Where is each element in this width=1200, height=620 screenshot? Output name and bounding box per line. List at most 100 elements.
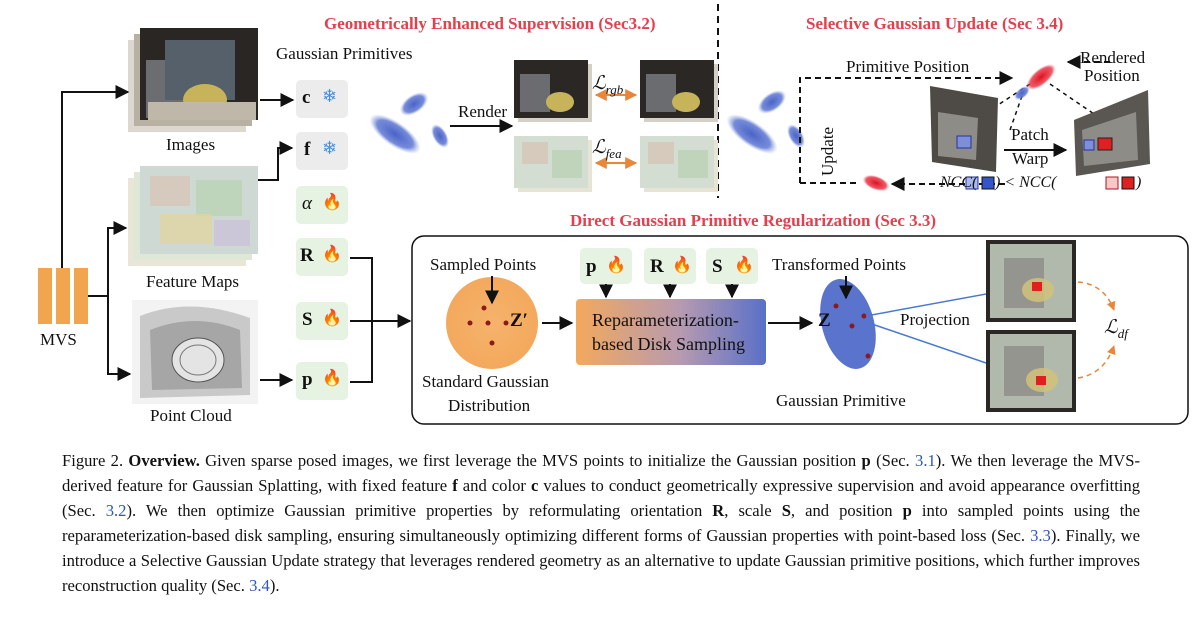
symbol-alpha: α: [302, 193, 312, 214]
rendered-position-gaussian: [1026, 63, 1056, 91]
label-sampled-points: Sampled Points: [430, 255, 537, 274]
overview-figure: Geometrically Enhanced Supervision (Sec3…: [38, 4, 1189, 425]
property-down-arrows: [599, 284, 739, 299]
label-reparam-1: Reparameterization-: [592, 310, 739, 330]
label-feature-maps: Feature Maps: [146, 272, 240, 291]
mvs-block: [38, 268, 88, 324]
fire-icon: 🔥: [322, 246, 342, 263]
transformed-points: [833, 303, 871, 359]
rsp-bracket: [350, 257, 412, 383]
caption-text: (Sec.: [870, 451, 916, 470]
ncc-square-light-blue: [965, 176, 979, 190]
snowflake-icon: ❄: [322, 86, 338, 106]
caption-section-ref[interactable]: 3.2: [105, 501, 127, 520]
rendered-feature-right: [640, 136, 718, 192]
loss-rgb-subscript: rgb: [605, 81, 624, 97]
ncc-square-light-red: [1105, 176, 1119, 190]
loss-fea-symbol: ℒ: [592, 137, 606, 158]
regularization-panel: [411, 235, 1189, 425]
primitive-boxes: [296, 80, 348, 400]
caption-title: Overview.: [128, 451, 200, 470]
label-patch: Patch: [1011, 125, 1049, 144]
label-update: Update: [818, 126, 837, 176]
caption-section-ref[interactable]: 3.3: [1030, 526, 1051, 545]
gaussian-primitive-ellipse: [820, 279, 876, 369]
caption-symbol: R: [712, 501, 725, 520]
symbol-S-reparam: S: [712, 256, 723, 277]
caption-text: ).: [269, 576, 280, 595]
caption-figure-number: Figure 2.: [62, 451, 124, 470]
fire-icon: 🔥: [322, 194, 342, 211]
source-view: [930, 86, 998, 172]
rendered-rgb-right: [640, 60, 718, 122]
label-images: Images: [166, 135, 216, 154]
caption-text: Given sparse posed images, we first leve…: [199, 451, 862, 470]
label-warp: Warp: [1012, 149, 1049, 168]
loss-df-symbol: ℒ: [1104, 317, 1118, 338]
heading-selective-update: Selective Gaussian Update (Sec 3.4): [806, 14, 1064, 33]
symbol-f: f: [304, 139, 311, 160]
caption-symbol: S: [781, 501, 791, 520]
caption-text: ). We then optimize Gaussian primitive p…: [126, 501, 713, 520]
caption-symbol: f: [452, 476, 458, 495]
loss-fea-subscript: fea: [605, 145, 622, 161]
caption-text: , and position: [790, 501, 903, 520]
loss-rgb-symbol: ℒ: [592, 73, 606, 94]
heading-geometric-supervision: Geometrically Enhanced Supervision (Sec3…: [324, 14, 656, 33]
symbol-S: S: [302, 309, 313, 330]
caption-symbol: c: [530, 476, 539, 495]
reparam-box: [576, 299, 766, 365]
symbol-p: p: [302, 369, 313, 390]
feature-maps-stack: [128, 166, 258, 266]
symbol-z: Z: [818, 310, 831, 331]
fire-icon: 🔥: [606, 257, 626, 274]
symbol-p-reparam: p: [586, 256, 597, 277]
reparam-property-boxes: [580, 248, 758, 284]
fire-icon: 🔥: [672, 257, 692, 274]
target-view: [1074, 90, 1150, 176]
caption-text: , scale: [724, 501, 782, 520]
loss-fea: ℒfea: [592, 136, 622, 162]
label-transformed-points: Transformed Points: [772, 255, 906, 274]
symbol-c: c: [302, 87, 311, 108]
selective-dashed-arrows: [799, 55, 1110, 191]
input-arrows: [61, 85, 295, 387]
caption-text: and color: [457, 476, 531, 495]
ncc-square-red: [1121, 176, 1135, 190]
label-rendered-position-1: Rendered: [1080, 48, 1146, 67]
ldf-dashed-arcs: [1077, 281, 1116, 379]
loss-df: ℒdf: [1104, 316, 1128, 342]
label-gaussian-primitives: Gaussian Primitives: [276, 44, 413, 63]
ncc-right-label: ): [1136, 174, 1142, 191]
ncc-square-blue: [981, 176, 995, 190]
projected-view-bottom: [986, 330, 1076, 412]
figure-canvas: [38, 4, 1189, 425]
point-cloud-image: [132, 300, 258, 404]
label-mvs: MVS: [40, 330, 77, 349]
ncc-left-label: NCC(: [940, 174, 978, 191]
symbol-R: R: [300, 245, 314, 266]
sampled-points: [467, 305, 509, 346]
heading-direct-regularization: Direct Gaussian Primitive Regularization…: [570, 211, 937, 230]
caption-text: into sampled points using the reparamete…: [62, 501, 1141, 545]
label-point-cloud: Point Cloud: [150, 406, 232, 425]
fire-icon: 🔥: [322, 310, 342, 327]
snowflake-icon: ❄: [322, 138, 338, 158]
standard-gaussian-circle: [446, 277, 538, 369]
caption-symbol: p: [861, 451, 871, 470]
caption-text: ). Finally, we introduce a Selective Gau…: [62, 526, 1140, 595]
label-standard-gaussian-2: Distribution: [448, 396, 531, 415]
loss-df-subscript: df: [1117, 325, 1128, 341]
caption-section-ref[interactable]: 3.4: [249, 576, 270, 595]
caption-symbol: p: [902, 501, 912, 520]
updated-gaussian: [862, 174, 890, 192]
caption-section-ref[interactable]: 3.1: [915, 451, 936, 470]
label-render: Render: [458, 102, 508, 121]
label-primitive-position: Primitive Position: [846, 57, 970, 76]
label-standard-gaussian-1: Standard Gaussian: [422, 372, 550, 391]
label-rendered-position-2: Position: [1084, 66, 1140, 85]
rendered-feature-left: [514, 136, 592, 192]
fire-icon: 🔥: [734, 257, 754, 274]
primitive-position-gaussian: [1014, 86, 1030, 100]
caption-text: values to conduct geometrically expressi…: [62, 476, 1141, 520]
